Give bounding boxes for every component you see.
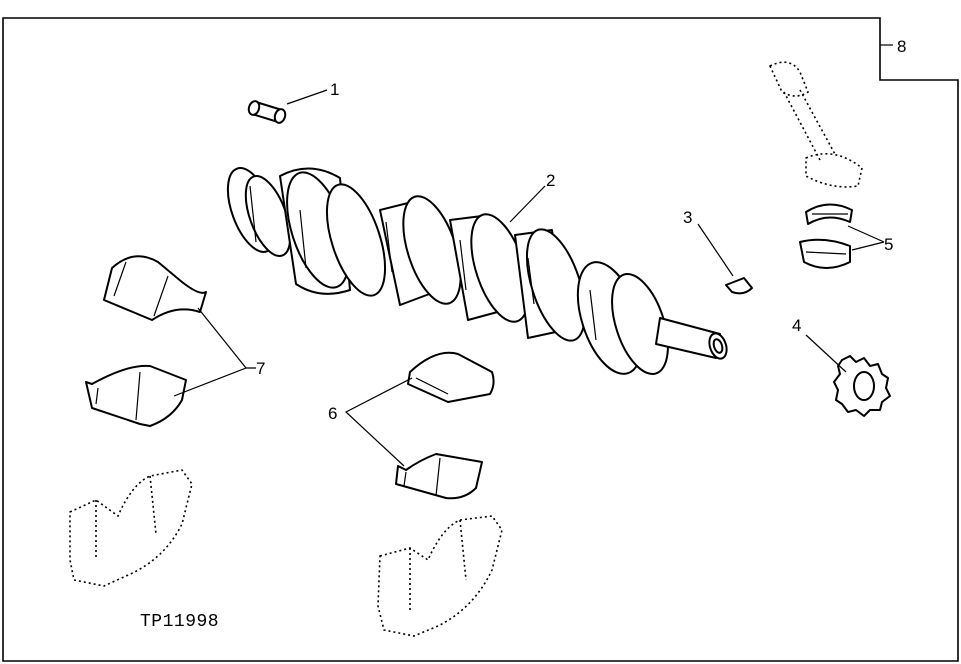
leader-7 xyxy=(173,307,256,397)
rod-bearing-upper xyxy=(407,351,495,403)
diagram-frame xyxy=(2,17,959,662)
main-cap-reference-right-inner xyxy=(409,519,467,610)
callout-3: 3 xyxy=(683,208,692,227)
leader-3 xyxy=(697,223,734,277)
callout-6: 6 xyxy=(328,404,337,423)
connecting-rod-reference xyxy=(768,61,863,188)
callout-5: 5 xyxy=(884,235,893,254)
main-cap-reference-left-inner xyxy=(95,475,157,560)
main-cap-reference-right xyxy=(377,515,503,637)
callout-1: 1 xyxy=(330,80,339,99)
crankshaft-gear xyxy=(833,355,891,417)
callout-7: 7 xyxy=(256,359,265,378)
woodruff-key xyxy=(725,277,753,295)
thrust-washers xyxy=(799,203,853,269)
dowel-pin xyxy=(247,100,287,124)
leader-4 xyxy=(805,334,847,373)
callout-2: 2 xyxy=(546,171,555,190)
callout-4: 4 xyxy=(792,316,801,335)
callout-8: 8 xyxy=(897,37,906,56)
leader-5 xyxy=(847,225,885,251)
leader-1 xyxy=(286,89,328,105)
rod-bearing-lower xyxy=(395,453,483,500)
leader-6 xyxy=(344,377,413,467)
main-bearing-upper xyxy=(103,255,207,321)
crankshaft xyxy=(226,167,728,376)
main-bearing-lower xyxy=(85,364,187,427)
leader-2 xyxy=(509,185,546,223)
main-cap-reference-left xyxy=(69,469,193,587)
figure-id: TP11998 xyxy=(140,612,219,632)
